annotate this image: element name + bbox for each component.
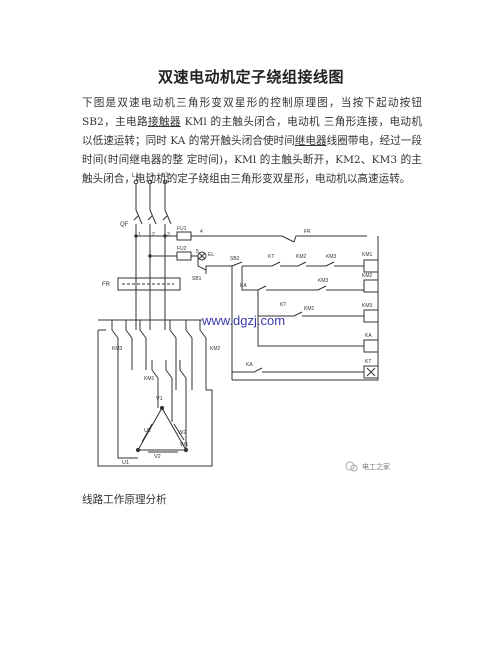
winding-u2: U2 (144, 428, 151, 434)
phase-l2-label: L2 (147, 173, 154, 179)
terminal-3: 3 (167, 232, 170, 238)
km2-contact-label: KM2 (296, 254, 307, 260)
contactor-link[interactable]: 接触器 (147, 116, 181, 128)
phase-terminals (133, 179, 168, 185)
coil-km2-label: KM2 (362, 273, 373, 279)
kt-branch-label: KT (280, 302, 286, 308)
page-title: 双速电动机定子绕组接线图 (157, 68, 344, 86)
el-label: EL (208, 252, 214, 258)
km1-main-label: KM1 (144, 376, 155, 382)
fu1-fuse (176, 231, 192, 241)
intro-paragraph: 下图是双速电动机三角形变双星形的控制原理图，当按下起动按钮 SB2，主电路接触器… (82, 94, 422, 189)
km3-branch-label: KM3 (318, 278, 329, 284)
relay-link[interactable]: 继电器 (294, 135, 327, 147)
intro-text-2: KMl 的主触头闭合，电动机 三角形连接，电动机以低速运转；同时 KA 的常开触… (82, 116, 422, 147)
terminal-4: 4 (200, 229, 203, 235)
wiring-diagram: L1 L2 L3 QF 1 2 3 FU1 4 FR FU2 5 EL SB1 … (82, 170, 422, 480)
fr-heater-label: FR (102, 282, 111, 288)
sb1-label: SB1 (192, 276, 202, 282)
winding-v1: V1 (156, 396, 163, 402)
coil-kt-label: KT (365, 359, 371, 365)
qf-breaker (133, 209, 172, 230)
winding-w2: W2 (178, 430, 186, 436)
watermark-text: www.dgzj.com (201, 313, 285, 328)
wechat-badge-icon (345, 461, 358, 472)
terminal-1: 1 (138, 232, 141, 238)
fu2-fuse (176, 251, 192, 261)
coil-km1-label: KM1 (362, 252, 373, 258)
coil-km3-label: KM3 (362, 303, 373, 309)
fu1-label: FU1 (177, 226, 187, 232)
coil-ka-label: KA (365, 333, 372, 339)
intro-text-1: 下图是双速电动机三角形变双星形的控制原理图，当按下起动按钮 SB2，主电路 (82, 97, 422, 128)
terminal-2: 2 (152, 232, 155, 238)
stator-winding (135, 405, 189, 453)
km1-branch-label: KM1 (304, 306, 315, 312)
section-heading: 线路工作原理分析 (82, 494, 167, 506)
km3-contact-label: KM3 (326, 254, 337, 260)
kt-label: KT (268, 254, 274, 260)
sb2-label: SB2 (230, 256, 240, 262)
qf-label: QF (120, 222, 129, 228)
phase-l1-label: L1 (132, 173, 139, 179)
fr-heater (117, 277, 181, 291)
km2-main-label: KM2 (210, 346, 221, 352)
terminal-5: 5 (196, 249, 199, 255)
phase-l3-label: L3 (162, 173, 169, 179)
badge-text: 电工之家 (362, 462, 390, 471)
fr-contact-label: FR (304, 229, 311, 235)
km3-main-label: KM3 (112, 346, 123, 352)
ka-contact-label: KA (240, 283, 247, 289)
intro-text-3: 线圈带电，经过一段时间(时间继电器的整 定时间)，KMl 的主触头断开，KM2、… (82, 135, 423, 185)
fu2-label: FU2 (177, 246, 187, 252)
winding-w1: W1 (180, 442, 188, 448)
winding-u1: U1 (122, 460, 129, 466)
winding-v2: V2 (154, 454, 161, 460)
ka-branch-label: KA (246, 362, 253, 368)
